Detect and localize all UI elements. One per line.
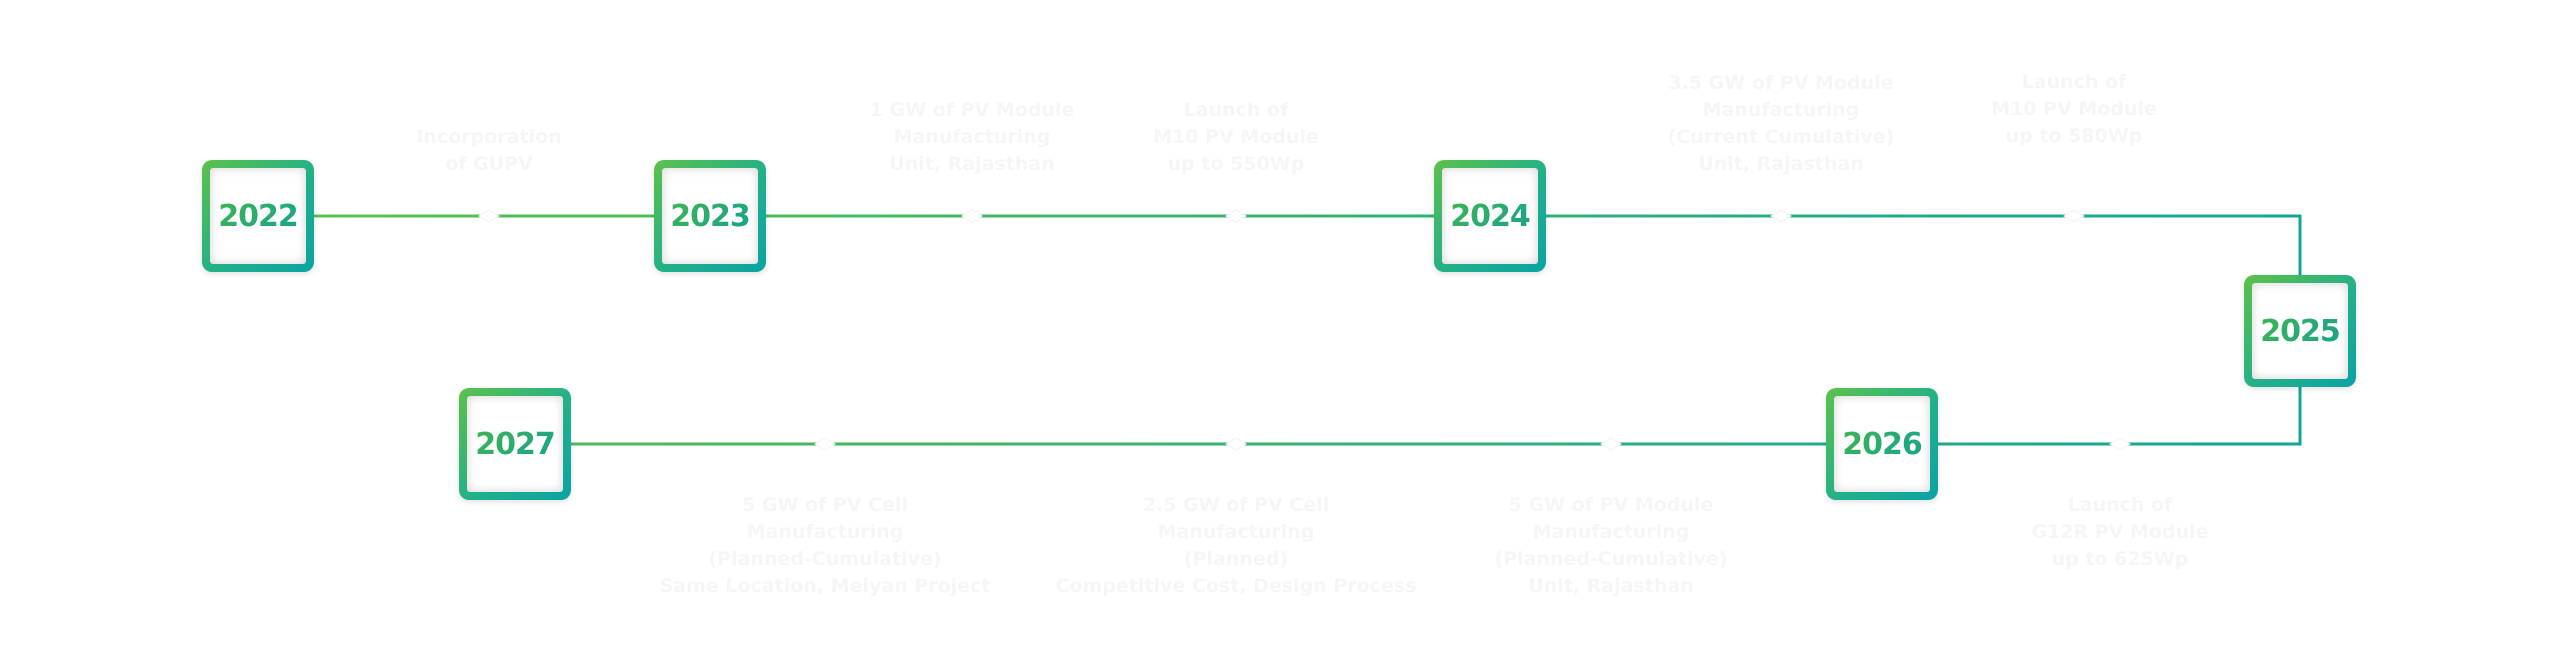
event-label: 1 GW of PV Module Manufacturing Unit, Ra…: [869, 99, 1075, 175]
year-box-2025: 2025: [2244, 275, 2356, 387]
year-box-2024: 2024: [1434, 160, 1546, 272]
year-label: 2025: [2260, 313, 2340, 349]
year-box-2027: 2027: [459, 388, 571, 500]
year-label: 2026: [1842, 426, 1922, 462]
event-marker: [1225, 437, 1247, 451]
event-marker: [478, 209, 500, 223]
year-box-2026: 2026: [1826, 388, 1938, 500]
event-marker: [1770, 209, 1792, 223]
event-marker: [2109, 437, 2131, 451]
event-label: Launch of M10 PV Module up to 580Wp: [1991, 71, 2157, 147]
event-label: 2.5 GW of PV Cell Manufacturing (Planned…: [1055, 494, 1417, 597]
year-label: 2022: [218, 198, 298, 234]
event-label: Launch of M10 PV Module up to 550Wp: [1153, 99, 1319, 175]
event-marker: [814, 437, 836, 451]
event-label: Launch of G12R PV Module up to 625Wp: [2031, 494, 2209, 570]
timeline-line-bottom: [516, 333, 2302, 446]
timeline-line-top: [260, 214, 2302, 333]
event-marker: [1600, 437, 1622, 451]
event-label: Incorporation of GUPV: [416, 126, 562, 175]
event-markers: [478, 209, 2131, 451]
year-label: 2023: [670, 198, 750, 234]
year-label: 2027: [475, 426, 555, 462]
event-marker: [1225, 209, 1247, 223]
year-box-2022: 2022: [202, 160, 314, 272]
event-marker: [2063, 209, 2085, 223]
year-label: 2024: [1450, 198, 1530, 234]
event-label: 5 GW of PV Cell Manufacturing (Planned-C…: [659, 494, 991, 597]
event-label: 3.5 GW of PV Module Manufacturing (Curre…: [1667, 72, 1895, 175]
year-box-2023: 2023: [654, 160, 766, 272]
event-label: 5 GW of PV Module Manufacturing (Planned…: [1494, 494, 1728, 597]
event-marker: [961, 209, 983, 223]
